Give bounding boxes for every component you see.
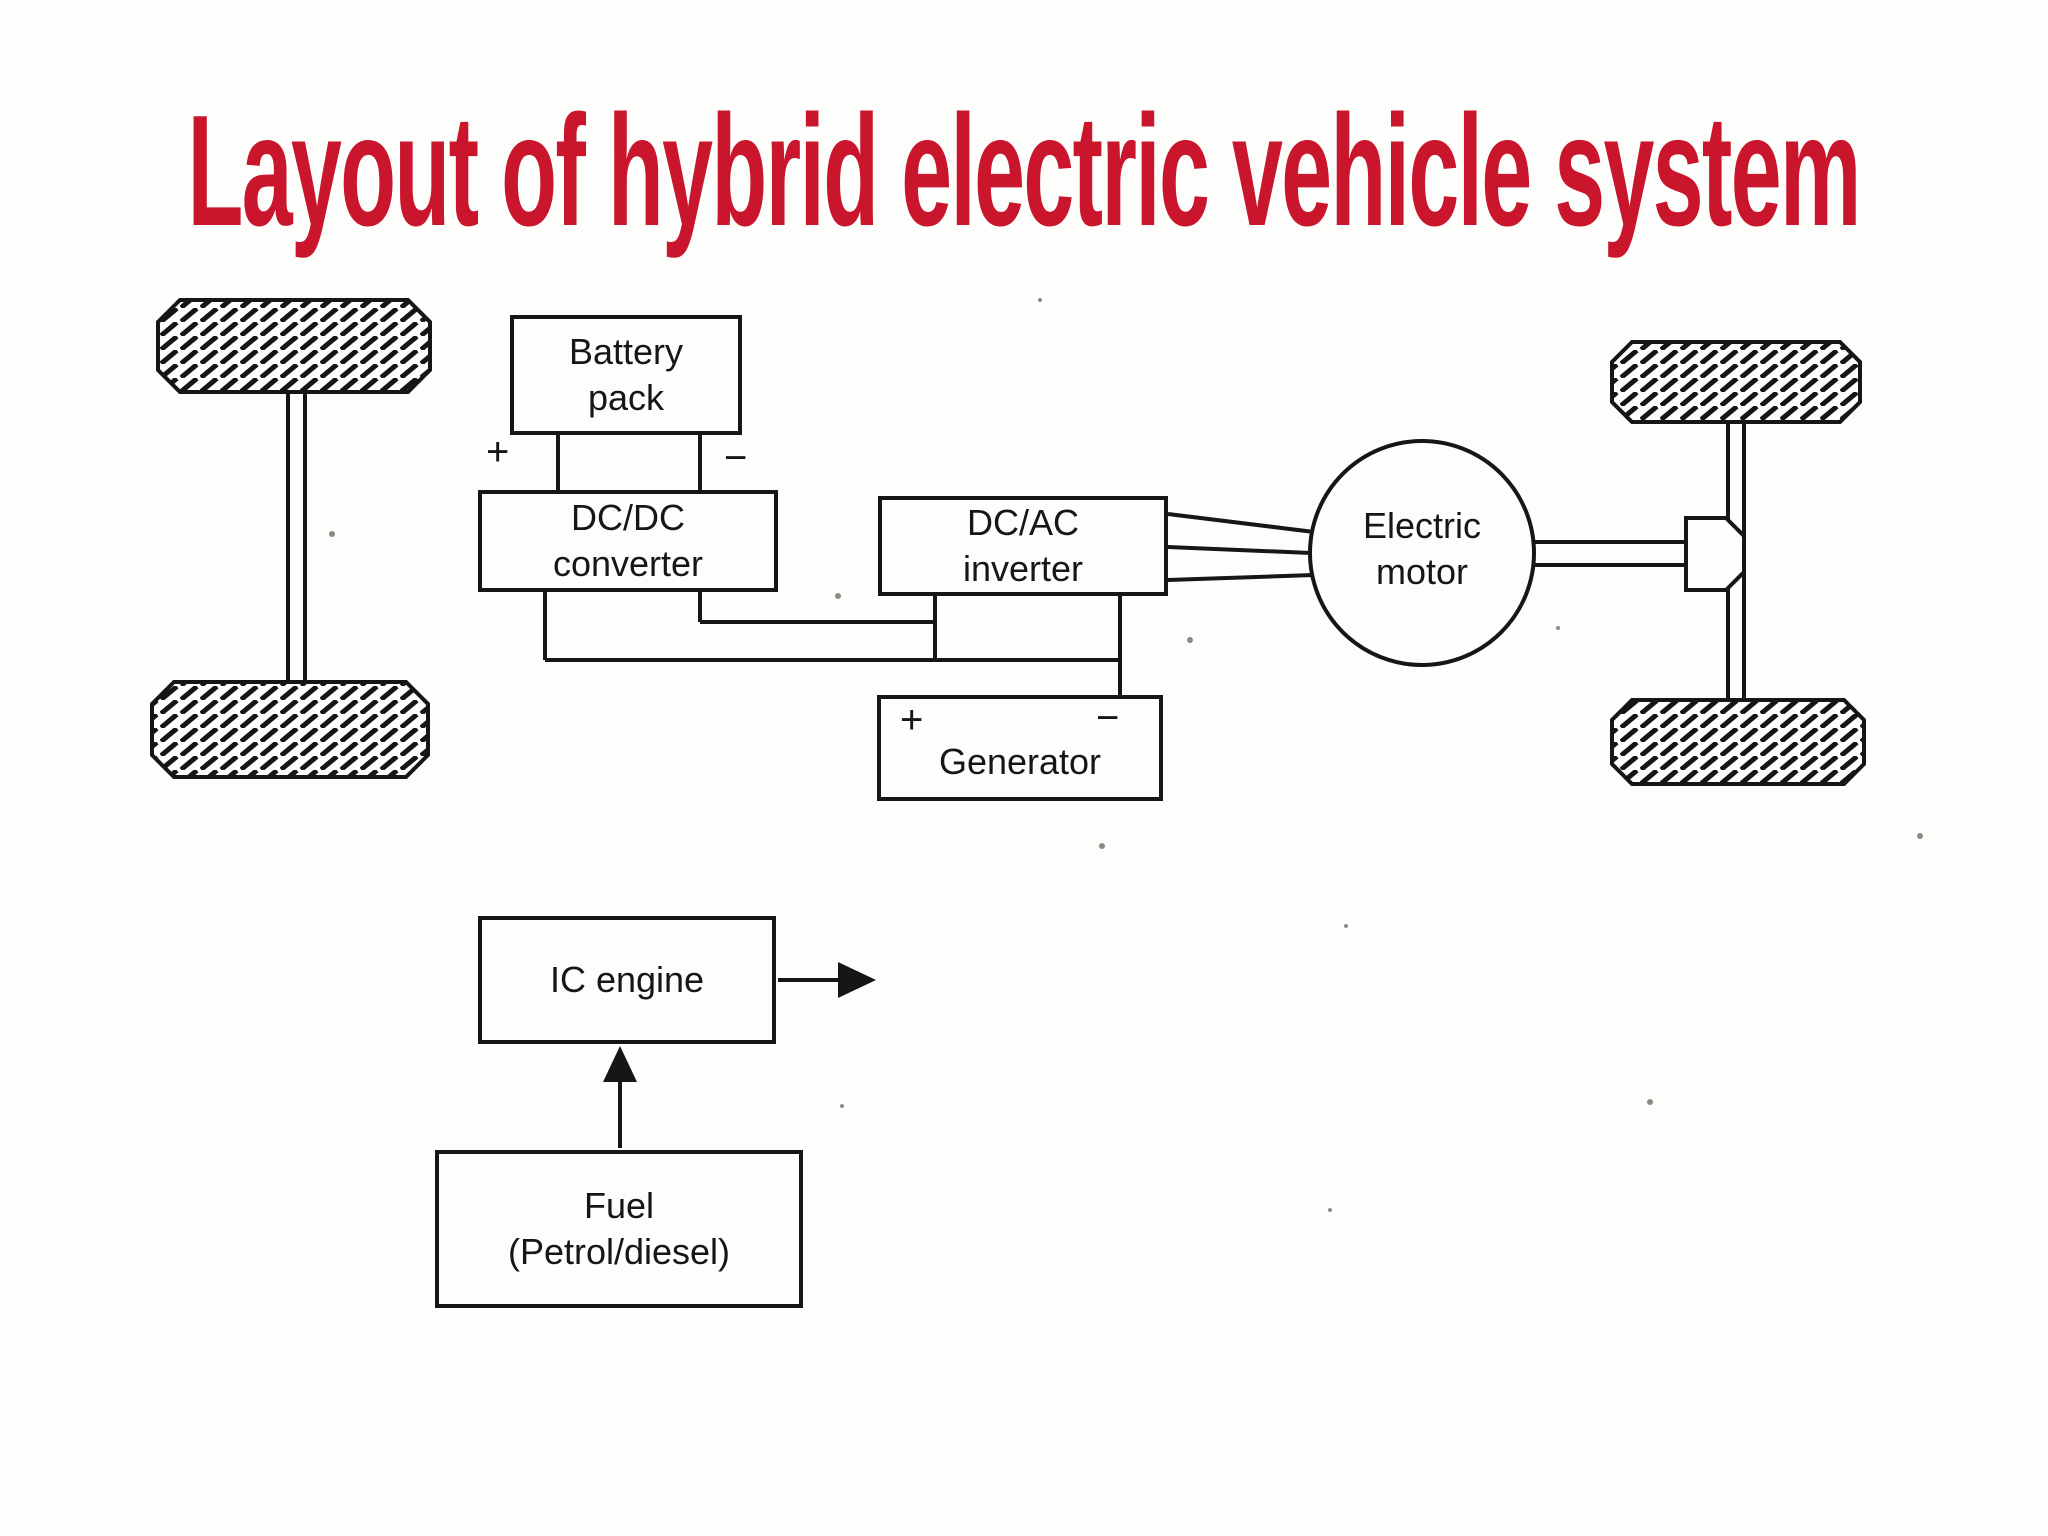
wheel-right-top [1610, 340, 1862, 424]
dcac-inverter-label: DC/AC inverter [962, 501, 1084, 589]
wire-battery-dcdc [556, 435, 702, 490]
wheel-right-bottom [1610, 698, 1866, 786]
generator-label: Generator [938, 740, 1102, 782]
axle-left [286, 390, 307, 684]
page-title-text: Layout of hybrid electric vehicle system [187, 83, 1862, 259]
ic-engine-box: IC engine [478, 916, 776, 1044]
scan-specks [329, 298, 1923, 1212]
dcdc-converter-label: DC/DC converter [552, 496, 704, 584]
battery-plus-terminal: + [486, 430, 510, 474]
fuel-label: Fuel (Petrol/diesel) [507, 1184, 731, 1272]
generator-box: Generator [877, 695, 1163, 801]
fuel-box: Fuel (Petrol/diesel) [435, 1150, 803, 1308]
differential-block [1684, 516, 1746, 592]
wheel-left-top [156, 298, 432, 394]
arrow-engine-generator [778, 962, 876, 998]
motor-shaft [1534, 540, 1690, 567]
electric-motor-label: Electric motor [1362, 505, 1482, 593]
battery-minus-terminal: − [724, 436, 748, 480]
wheel-left-bottom [150, 680, 430, 779]
page-title: Layout of hybrid electric vehicle system [0, 92, 2048, 250]
dcdc-converter-box: DC/DC converter [478, 490, 778, 592]
wire-inverter-motor [1167, 512, 1315, 582]
dcac-inverter-box: DC/AC inverter [878, 496, 1168, 596]
generator-plus-terminal: + [900, 698, 924, 742]
arrow-fuel-engine [603, 1046, 637, 1148]
generator-minus-terminal: − [1096, 696, 1120, 740]
battery-pack-label: Battery pack [568, 330, 684, 418]
ic-engine-label: IC engine [549, 958, 705, 1000]
wire-dc-bus [543, 592, 1122, 695]
electric-motor-circle [1308, 439, 1536, 667]
battery-pack-box: Battery pack [510, 315, 742, 435]
